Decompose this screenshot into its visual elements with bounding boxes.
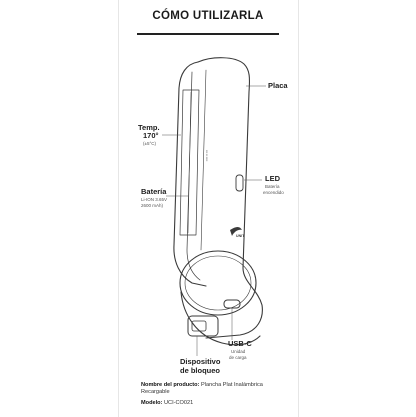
label-bateria: Batería <box>141 187 167 196</box>
label-usbc-sub-2: de carga <box>229 355 247 360</box>
label-bloqueo-1: Dispositivo <box>180 357 221 366</box>
product-model-value: UCI-CO021 <box>164 399 194 406</box>
base-top-inner <box>184 255 252 311</box>
arm-side-text: ▪▪▪ ▪▪ ▪▪▪▪ <box>205 150 209 161</box>
label-bloqueo-2: de bloqueo <box>180 366 220 375</box>
product-info: Nombre del producto: Plancha Plat Inalám… <box>141 382 263 406</box>
base-top <box>179 250 257 316</box>
lock-slider <box>191 320 207 332</box>
product-name-value-2: Recargable <box>141 388 170 395</box>
label-bateria-spec-2: 2600 mAh) <box>141 203 164 208</box>
label-temp: Temp. <box>138 123 160 132</box>
front-arm-edge <box>200 69 207 251</box>
label-temp-tolerance: (±5°C) <box>143 141 157 146</box>
product-model-row: Modelo: UCI-CO021 <box>141 400 263 407</box>
right-panel-border <box>298 0 299 417</box>
page-title: CÓMO UTILIZARLA <box>152 10 264 22</box>
led-indicator <box>235 174 244 192</box>
lock-device <box>187 315 219 337</box>
label-bateria-spec-1: Li-ION 3.65V <box>141 197 168 202</box>
label-led-sub-2: encendido <box>263 190 284 195</box>
back-arm-inner <box>186 71 201 281</box>
label-usbc: USB-C <box>228 339 252 348</box>
title-underline <box>137 33 279 35</box>
brand-wordmark: UNIT <box>236 234 245 238</box>
product-model-label: Modelo: <box>141 399 163 406</box>
product-name-label: Nombre del producto: <box>141 382 200 388</box>
base-side <box>180 291 261 346</box>
label-placa: Placa <box>268 81 288 90</box>
product-name-row: Nombre del producto: Plancha Plat Inalám… <box>141 382 263 389</box>
product-name-value: Plancha Plat Inalámbrica <box>201 382 263 388</box>
left-panel-border <box>118 0 119 417</box>
back-arm <box>173 61 207 287</box>
label-led-sub-1: Batería <box>265 184 280 189</box>
label-usbc-sub-1: Unidad <box>231 349 246 354</box>
brand-mark <box>230 227 242 236</box>
label-led: LED <box>265 174 280 183</box>
plate-outline <box>179 89 200 236</box>
usb-c-port <box>223 299 241 309</box>
front-arm <box>197 57 263 339</box>
label-temp-value: 170° <box>143 131 159 140</box>
plate-divider <box>187 91 192 234</box>
